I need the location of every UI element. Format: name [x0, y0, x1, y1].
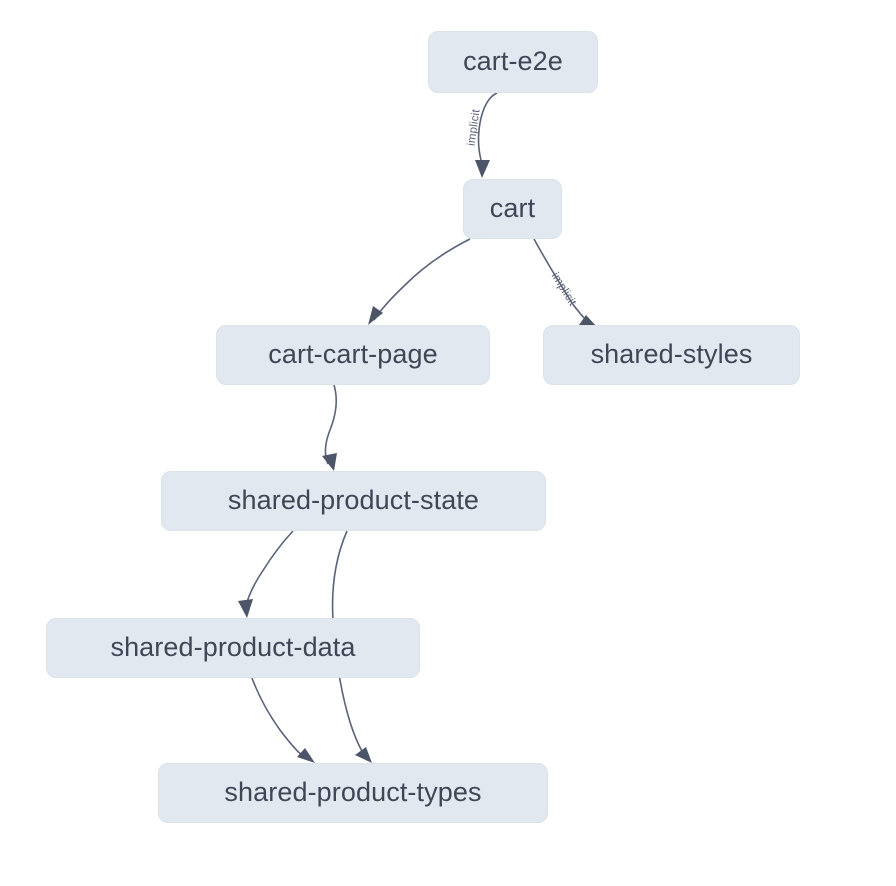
node-cart-cart-page[interactable]: cart-cart-page	[216, 325, 490, 385]
edge-label-implicit-2: implicit	[549, 271, 579, 309]
node-label: shared-product-state	[227, 484, 480, 515]
node-cart-e2e[interactable]: cart-e2e	[428, 31, 598, 93]
edge-label-implicit-1: implicit	[466, 108, 483, 147]
edge-cart-e2e-to-cart	[475, 92, 498, 178]
arrowhead-icon	[238, 599, 253, 618]
node-shared-product-state[interactable]: shared-product-state	[161, 471, 546, 531]
edge-cart-to-cart-cart-page	[368, 238, 471, 325]
edge-cart-to-shared-styles	[533, 238, 598, 328]
edge-shared-product-state-to-shared-product-data	[238, 530, 294, 618]
arrowhead-icon	[368, 306, 383, 325]
node-label: shared-product-data	[110, 631, 356, 662]
arrowhead-icon	[475, 160, 490, 178]
node-shared-product-data[interactable]: shared-product-data	[46, 618, 420, 678]
arrowhead-icon	[297, 748, 315, 763]
arrowhead-icon	[355, 747, 372, 763]
edge-cart-cart-page-to-shared-product-state	[322, 384, 338, 471]
edge-path	[533, 238, 589, 323]
arrowhead-icon	[322, 453, 337, 471]
node-label: shared-product-types	[224, 776, 482, 807]
edge-path	[245, 530, 294, 607]
node-shared-styles[interactable]: shared-styles	[543, 325, 800, 385]
node-label: cart-e2e	[463, 45, 563, 76]
node-label: cart-cart-page	[268, 338, 438, 369]
node-label: shared-styles	[590, 338, 753, 369]
node-shared-product-types[interactable]: shared-product-types	[158, 763, 548, 823]
edge-path	[324, 384, 338, 465]
edge-label-text: implicit	[466, 108, 483, 147]
edge-shared-product-data-to-shared-product-types	[251, 677, 315, 763]
node-label: cart	[489, 192, 536, 223]
edge-path	[373, 238, 471, 321]
node-cart[interactable]: cart	[463, 179, 562, 239]
edge-path	[251, 677, 305, 758]
edge-label-text: implicit	[549, 271, 579, 309]
edge-path	[477, 92, 498, 161]
